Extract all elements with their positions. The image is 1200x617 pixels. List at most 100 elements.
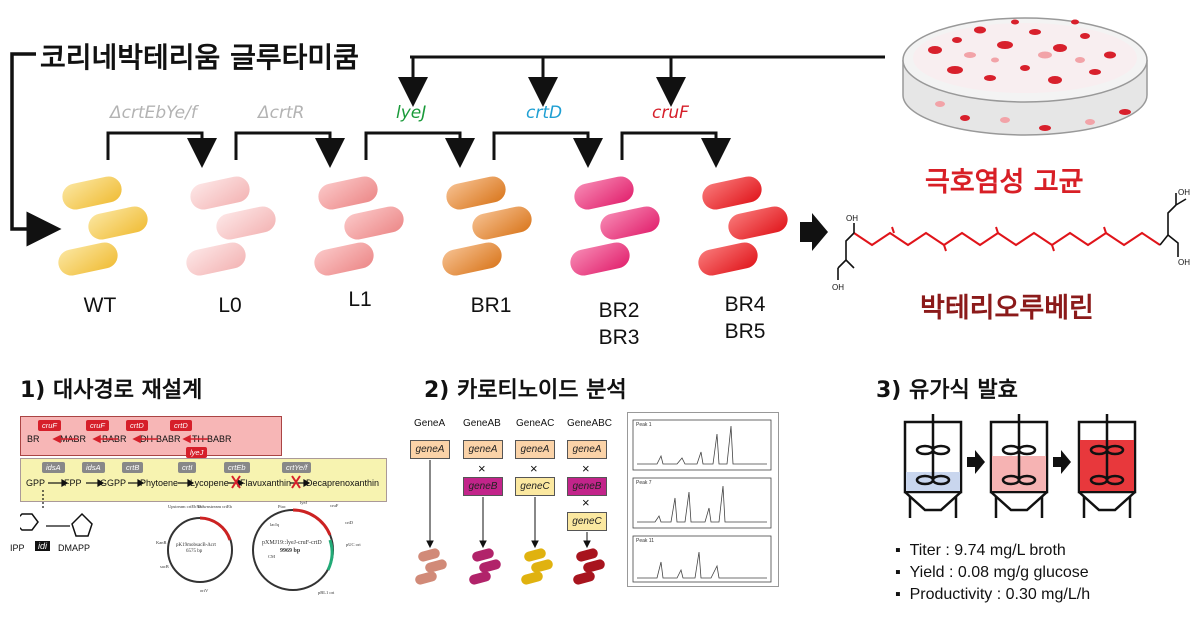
- strain-label-l0: L0: [218, 294, 242, 317]
- strain-label-br45: BR4 BR5: [724, 293, 766, 343]
- upper-tag-2: cruF: [86, 420, 109, 431]
- upper-node-1: BR: [27, 434, 40, 444]
- pf-2: Downstream crtEb: [198, 504, 232, 509]
- cluster-br4: [698, 176, 788, 276]
- step-bracket-3: [364, 131, 475, 168]
- organism-title: 코리네박테리움 글루타미쿰: [40, 41, 359, 74]
- section-1-title: 1) 대사경로 재설계: [20, 378, 203, 403]
- svg-text:×: ×: [478, 461, 486, 476]
- lower-tag-4: crtI: [178, 462, 197, 473]
- g2-geneA: geneA: [463, 440, 503, 459]
- g4-geneC: geneC: [567, 512, 607, 531]
- g4-geneB: geneB: [567, 477, 607, 496]
- cluster-l0: [186, 176, 276, 276]
- fermenter-1: [903, 414, 963, 518]
- g3-geneC: geneC: [515, 477, 555, 496]
- upper-tag-4: crtD: [170, 420, 192, 431]
- svg-text:OH: OH: [832, 283, 844, 292]
- g1-geneA: geneA: [410, 440, 450, 459]
- pathway-arrows: [20, 434, 311, 537]
- section-2-title: 2) 카로티노이드 분석: [424, 378, 627, 403]
- svg-text:×: ×: [530, 461, 538, 476]
- svg-text:×: ×: [582, 495, 590, 510]
- extremophile-label: 극호염성 고균: [925, 167, 1084, 198]
- pf-3: Ptac: [278, 504, 286, 509]
- precursor-ipp: IPP: [10, 543, 25, 553]
- gene-label-1: ΔcrtEbYe/f: [110, 103, 197, 123]
- plasmid-maps: [167, 508, 334, 591]
- pf-6: crtD: [345, 520, 353, 525]
- strain-label-br1: BR1: [470, 294, 512, 317]
- section-3-title: 3) 유가식 발효: [876, 378, 1018, 403]
- pf-7: lacIq: [270, 522, 279, 527]
- pf-9: CM: [268, 554, 276, 559]
- svg-text:×: ×: [582, 461, 590, 476]
- top-flow-lines: [10, 52, 885, 251]
- fermenters: [903, 414, 1137, 518]
- result-titer: ▪ Titer : 9.74 mg/L broth: [895, 542, 1066, 559]
- result-cells-1: [415, 548, 447, 585]
- step-bracket-5: [620, 131, 731, 168]
- lower-node-3: GGPP: [100, 478, 127, 488]
- group-title-2: GeneAB: [463, 418, 501, 429]
- plasmid-feature-list: Upstream crtEbYe/f Downstream crtEb Ptac…: [150, 500, 365, 600]
- cluster-br2: [570, 176, 660, 276]
- svg-text:OH: OH: [846, 214, 858, 223]
- chromatogram-panel: [627, 412, 779, 587]
- analysis-graphics: × × × ×: [415, 460, 605, 585]
- upper-node-4: DH-BABR: [140, 434, 181, 444]
- g4-geneA: geneA: [567, 440, 607, 459]
- lower-node-7: Decaprenoxanthin: [306, 478, 380, 488]
- upper-side-tag: lyeJ: [186, 447, 208, 458]
- group-title-4: GeneABC: [567, 418, 613, 429]
- step-bracket-2: [234, 131, 345, 168]
- cluster-br1: [442, 176, 532, 276]
- upper-tag-1: cruF: [38, 420, 61, 431]
- chromatogram-traces: [632, 419, 772, 583]
- result-titer-text: Titer : 9.74 mg/L broth: [909, 542, 1066, 559]
- lower-tag-3: crtB: [122, 462, 144, 473]
- result-productivity-text: Productivity : 0.30 mg/L/h: [909, 586, 1091, 603]
- pf-13: oriV: [200, 588, 209, 593]
- lower-node-2: FPP: [64, 478, 82, 488]
- step-bracket-1: [106, 131, 217, 168]
- gene-label-4: crtD: [526, 103, 563, 123]
- pf-12: sacB: [160, 564, 169, 569]
- g2-geneB: geneB: [463, 477, 503, 496]
- lower-node-5: Lycopene: [190, 478, 229, 488]
- lower-node-6: Flavuxanthin: [240, 478, 292, 488]
- pf-4: lyeJ: [300, 500, 308, 505]
- g3-geneA: geneA: [515, 440, 555, 459]
- precursor-dmapp: DMAPP: [58, 543, 91, 553]
- upper-node-5: TH-BABR: [192, 434, 232, 444]
- svg-text:OH: OH: [1178, 258, 1190, 267]
- ferm-arrow-1: [967, 450, 985, 474]
- ferm-arrow-2: [1053, 450, 1071, 474]
- plasmid-1-size: 6575 bp: [186, 549, 203, 554]
- product-label: 박테리오루베린: [920, 293, 1094, 324]
- lower-tag-5: crtEb: [224, 462, 250, 473]
- lower-tag-1: idsA: [42, 462, 65, 473]
- gene-label-3: lyeJ: [396, 103, 427, 123]
- result-yield-text: Yield : 0.08 mg/g glucose: [909, 564, 1089, 581]
- plasmid-2-size: 9969 bp: [280, 548, 301, 554]
- fermenter-2: [989, 414, 1049, 518]
- to-product-arrow: [800, 213, 828, 251]
- petri-dish-image: [902, 17, 1148, 136]
- strain-label-br23: BR2 BR3: [598, 299, 640, 349]
- pathway-upper-box: [20, 416, 282, 456]
- bacteria-clusters: [58, 176, 788, 276]
- strain-label-wt: WT: [83, 294, 117, 317]
- precursor-idi: idi: [35, 541, 51, 551]
- lower-tag-6: crtYe/f: [282, 462, 312, 473]
- lower-tag-2: idsA: [82, 462, 105, 473]
- strain-label-l1: L1: [348, 288, 372, 311]
- pf-10: pBL1 ori: [318, 590, 335, 595]
- cluster-l1: [314, 176, 404, 276]
- plasmid-2-name: pXMJ19::lyeJ-cruF-crtD: [262, 540, 322, 546]
- chrom-label-2: Peak 7: [636, 480, 652, 486]
- step-bracket-4: [492, 131, 603, 168]
- gene-label-5: cruF: [652, 103, 689, 123]
- lower-node-4: Phytoene: [140, 478, 179, 488]
